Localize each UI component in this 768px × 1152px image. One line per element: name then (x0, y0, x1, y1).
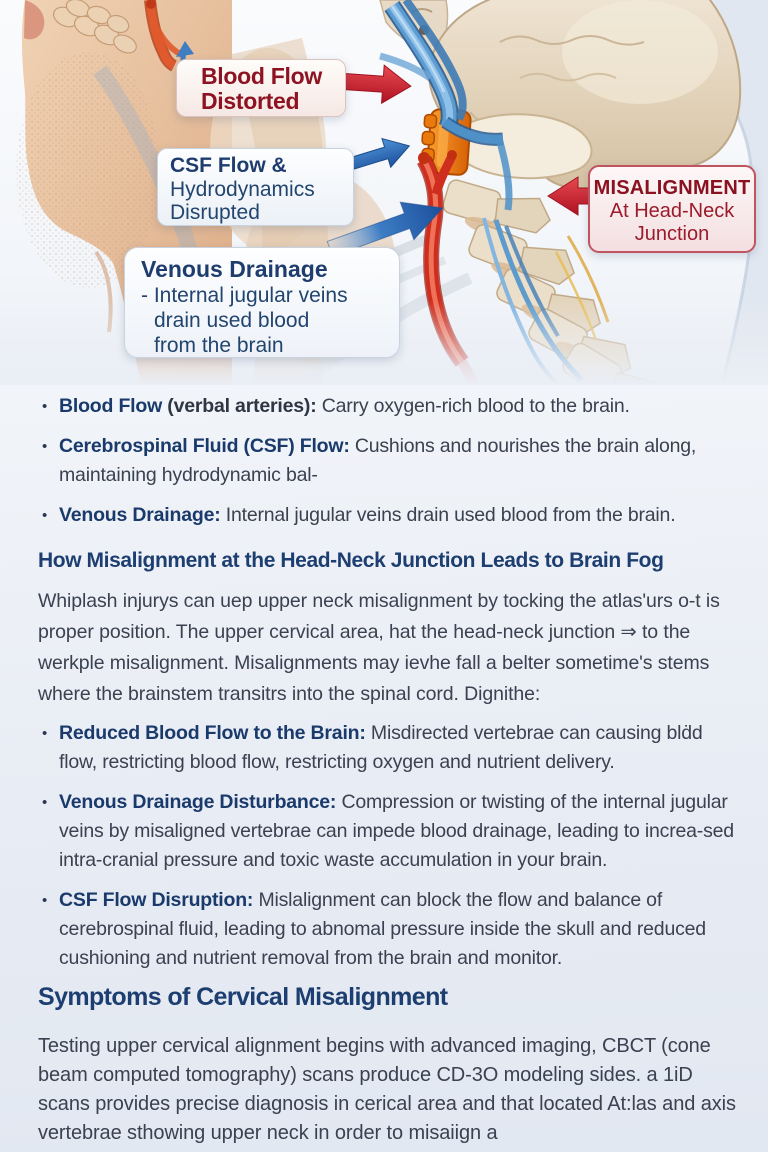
csf-label-line2: Hydrodynamics (170, 178, 315, 201)
venous-label-title: Venous Drainage (141, 256, 328, 282)
venous-label-line3: drain used blood (154, 309, 310, 332)
venous-label-line4: from the brain (154, 334, 284, 357)
bullet-icon: • (42, 507, 48, 524)
section2-heading: Symptoms of Cervical Misalignment (38, 983, 448, 1011)
bullet-icon: • (42, 438, 48, 455)
bullet-icon: • (42, 892, 48, 909)
section1-paragraph: Whiplash injurys can uep upper neck misa… (38, 590, 720, 705)
section1-heading: How Misalignment at the Head-Neck Juncti… (38, 549, 664, 572)
intro-bullet-list: •Blood Flow (verbal arteries): Carry oxy… (38, 392, 740, 541)
list-item: •Blood Flow (verbal arteries): Carry oxy… (38, 392, 740, 421)
blood-flow-callout: Blood Flow Distorted (176, 59, 346, 117)
section2-paragraph: Testing upper cervical alignment begins … (38, 1035, 736, 1144)
jugular-veins (379, 0, 513, 211)
mechanism-bullet-list: •Reduced Blood Flow to the Brain: Misdir… (38, 719, 742, 984)
csf-label-line3: Disrupted (170, 201, 260, 224)
anatomy-illustration: Blood Flow Distorted CSF Flow & Hydrodyn… (0, 0, 768, 385)
misalignment-label-line3: Junction (634, 223, 710, 245)
misalignment-callout: MISALIGNMENT At Head-Neck Junction (588, 165, 756, 253)
list-item: •Reduced Blood Flow to the Brain: Misdir… (38, 719, 742, 777)
bullet-icon: • (42, 725, 48, 742)
csf-arrow-icon (347, 137, 411, 171)
bullet-icon: • (42, 794, 48, 811)
venous-label-line2: - Internal jugular veins (141, 284, 348, 307)
misalignment-label-line1: MISALIGNMENT (593, 177, 751, 199)
list-item: •CSF Flow Disruption: Mislalignment can … (38, 886, 742, 973)
list-item: •Venous Drainage: Internal jugular veins… (38, 501, 740, 530)
misalignment-label-line2: At Head-Neck (609, 200, 735, 222)
blood-flow-label-line1: Blood Flow (201, 63, 322, 89)
list-item: •Venous Drainage Disturbance: Compressio… (38, 788, 742, 875)
csf-label-line1: CSF Flow & (170, 154, 287, 177)
csf-callout: CSF Flow & Hydrodynamics Disrupted (157, 148, 354, 226)
list-item: •Cerebrospinal Fluid (CSF) Flow: Cushion… (38, 432, 740, 490)
blood-flow-label-line2: Distorted (201, 88, 300, 114)
venous-callout: Venous Drainage - Internal jugular veins… (124, 247, 400, 358)
bullet-icon: • (42, 398, 48, 415)
